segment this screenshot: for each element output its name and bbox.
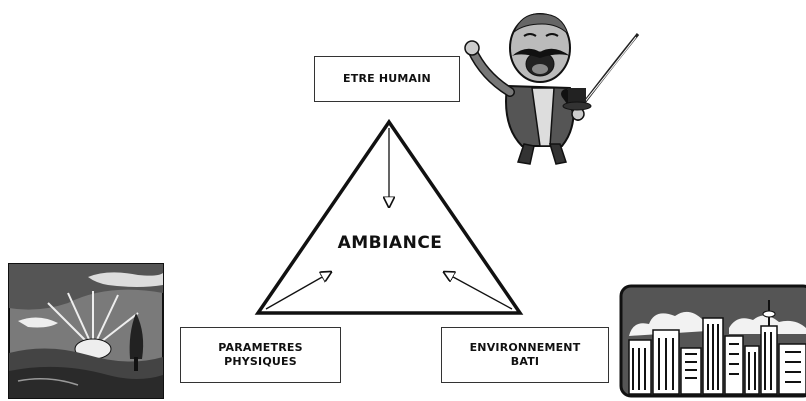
arrow-from-physical bbox=[265, 272, 331, 310]
landscape-icon bbox=[8, 263, 164, 399]
node-env-line2: BATI bbox=[510, 355, 540, 368]
node-physical-parameters: PARAMETRES PHYSIQUES bbox=[180, 327, 341, 383]
node-physical-line1: PARAMETRES bbox=[218, 341, 303, 354]
node-human: ETRE HUMAIN bbox=[314, 56, 460, 102]
center-label: AMBIANCE bbox=[337, 233, 443, 253]
city-skyline-icon bbox=[619, 284, 806, 398]
node-built-environment: ENVIRONNEMENT BATI bbox=[441, 327, 609, 383]
arrow-from-built-env bbox=[444, 272, 513, 310]
cartoon-man-icon bbox=[464, 13, 640, 165]
triangle bbox=[254, 118, 524, 315]
node-human-line1: ETRE HUMAIN bbox=[343, 72, 431, 85]
node-env-line1: ENVIRONNEMENT bbox=[469, 341, 581, 354]
node-physical-line2: PHYSIQUES bbox=[224, 355, 297, 368]
